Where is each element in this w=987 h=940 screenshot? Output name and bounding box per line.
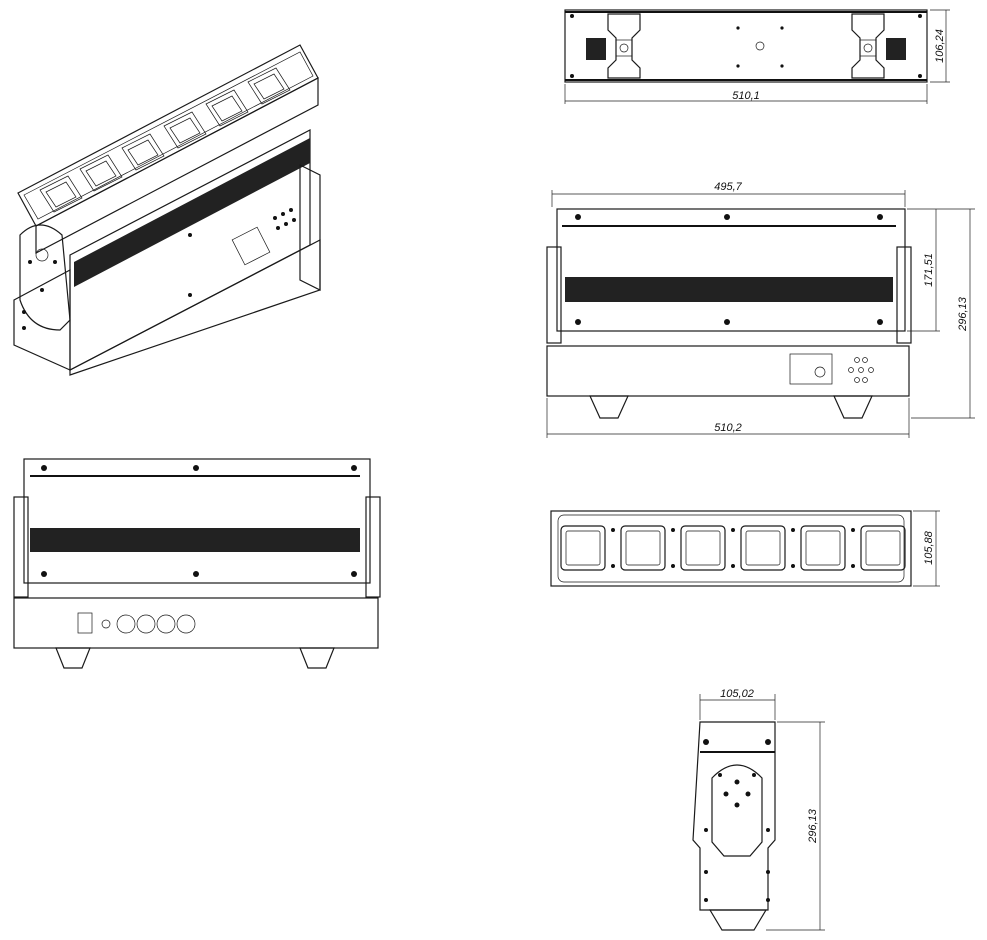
top-view-width-label: 510,1 <box>732 90 760 102</box>
top-view-height-label: 106,24 <box>934 29 946 63</box>
side-view <box>692 694 825 931</box>
side-view-width-label: 105,02 <box>720 688 754 700</box>
front-head-height-label: 171,51 <box>923 253 935 287</box>
face-view-height-label: 105,88 <box>923 530 935 565</box>
front-view <box>546 190 975 438</box>
front-total-height-label: 296,13 <box>957 296 969 332</box>
front-base-width-label: 510,2 <box>714 422 742 434</box>
side-view-height-label: 296,13 <box>807 808 819 844</box>
front-top-width-label: 495,7 <box>714 181 742 193</box>
isometric-view <box>13 44 321 376</box>
top-view <box>564 9 950 104</box>
face-view <box>550 510 940 587</box>
rear-view <box>13 458 381 669</box>
